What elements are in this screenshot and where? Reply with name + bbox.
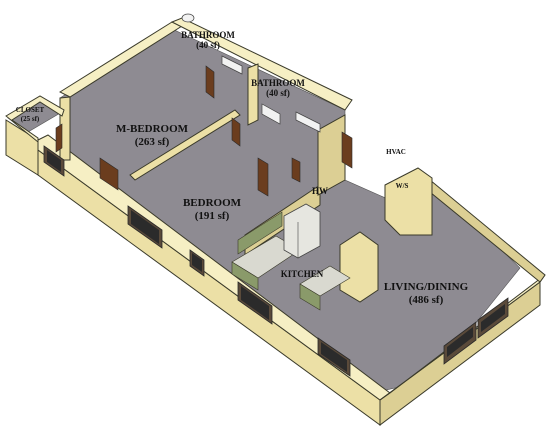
- hvac-wall: [384, 167, 433, 236]
- window-5: [317, 337, 351, 377]
- bath1-vanity: [221, 55, 243, 75]
- door-bedroom2: [257, 157, 269, 197]
- room-labels: BATHROOM (40 sf) BATHROOM (40 sf) CLOSET…: [16, 30, 469, 306]
- kitchen-column: [339, 231, 379, 303]
- label-bathroom2-name: BATHROOM: [251, 78, 305, 88]
- hall-partition: [317, 114, 346, 196]
- window-2: [127, 205, 163, 249]
- label-living-name: LIVING/DINING: [384, 281, 469, 293]
- exterior-walls: [5, 17, 546, 426]
- window-3: [189, 249, 205, 277]
- window-1: [43, 145, 65, 177]
- label-bedroom-name: BEDROOM: [183, 197, 242, 209]
- label-bathroom1-area: (40 sf): [196, 40, 220, 50]
- door-m-bedroom: [99, 157, 119, 191]
- label-kitchen: KITCHEN: [281, 269, 324, 279]
- door-bath1: [205, 65, 215, 99]
- label-bathroom2-area: (40 sf): [266, 88, 290, 98]
- closet-top: [5, 95, 65, 144]
- label-closet-area: (25 sf): [21, 115, 40, 123]
- label-closet-name: CLOSET: [16, 106, 45, 114]
- door-bath2: [341, 131, 353, 169]
- base-cabinets: [231, 261, 259, 291]
- bedroom-partition: [129, 109, 241, 181]
- label-bathroom1-name: BATHROOM: [181, 30, 235, 40]
- label-living-area: (486 sf): [409, 294, 444, 306]
- upper-cabinets: [237, 211, 283, 255]
- label-hw: HW: [312, 186, 328, 196]
- windows: [43, 145, 509, 377]
- refrigerator: [283, 203, 321, 259]
- label-m-bedroom-name: M-BEDROOM: [116, 123, 189, 135]
- door-hw: [291, 157, 301, 183]
- label-ws: W/S: [396, 182, 409, 190]
- window-4: [237, 281, 273, 325]
- bath-partition: [247, 63, 259, 126]
- label-bedroom-area: (191 sf): [195, 210, 230, 222]
- window-6: [443, 321, 477, 365]
- doors: [55, 65, 353, 197]
- door-bedroom: [231, 117, 241, 147]
- kitchen-furniture: [231, 203, 351, 311]
- bath2-vanity: [295, 111, 321, 133]
- bath1-toilet: [181, 13, 195, 23]
- fixtures: [181, 13, 321, 133]
- window-7: [477, 297, 509, 339]
- label-hvac: HVAC: [386, 148, 406, 156]
- label-m-bedroom-area: (263 sf): [135, 136, 170, 148]
- bath2-tub: [261, 103, 281, 125]
- bath-back-wall-top: [170, 17, 353, 111]
- island-base: [299, 283, 321, 311]
- door-closet: [55, 123, 63, 153]
